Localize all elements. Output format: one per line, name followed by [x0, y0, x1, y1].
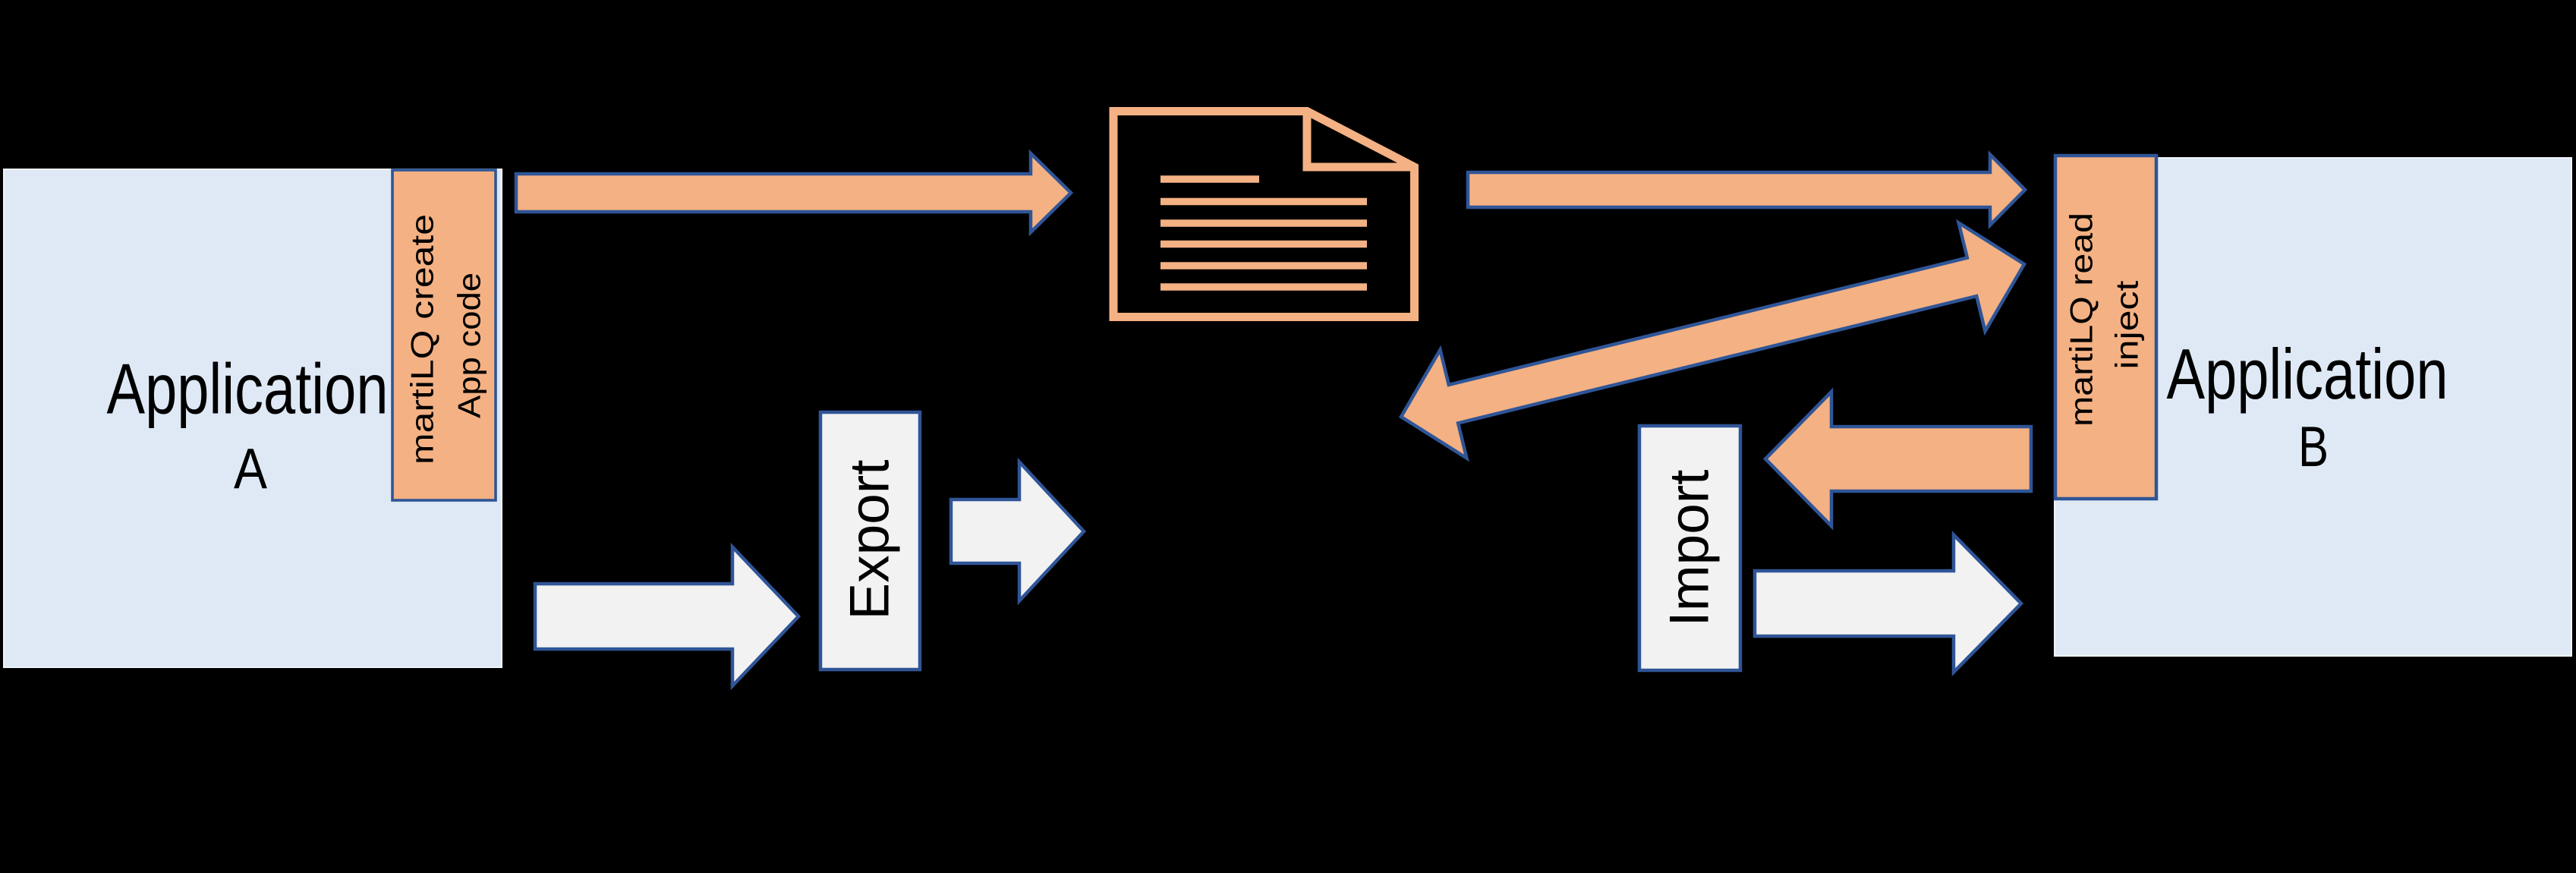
svg-text:Application: Application: [107, 349, 389, 429]
svg-text:Export: Export: [839, 460, 901, 620]
svg-text:B: B: [2298, 414, 2329, 478]
svg-text:Import: Import: [1659, 470, 1721, 627]
svg-text:inject: inject: [2109, 280, 2145, 369]
svg-text:martiLQ create: martiLQ create: [405, 214, 440, 465]
svg-text:A: A: [234, 436, 267, 500]
svg-text:Application: Application: [2167, 334, 2448, 414]
svg-text:App code: App code: [452, 273, 487, 418]
svg-text:martiLQ read: martiLQ read: [2064, 213, 2099, 427]
